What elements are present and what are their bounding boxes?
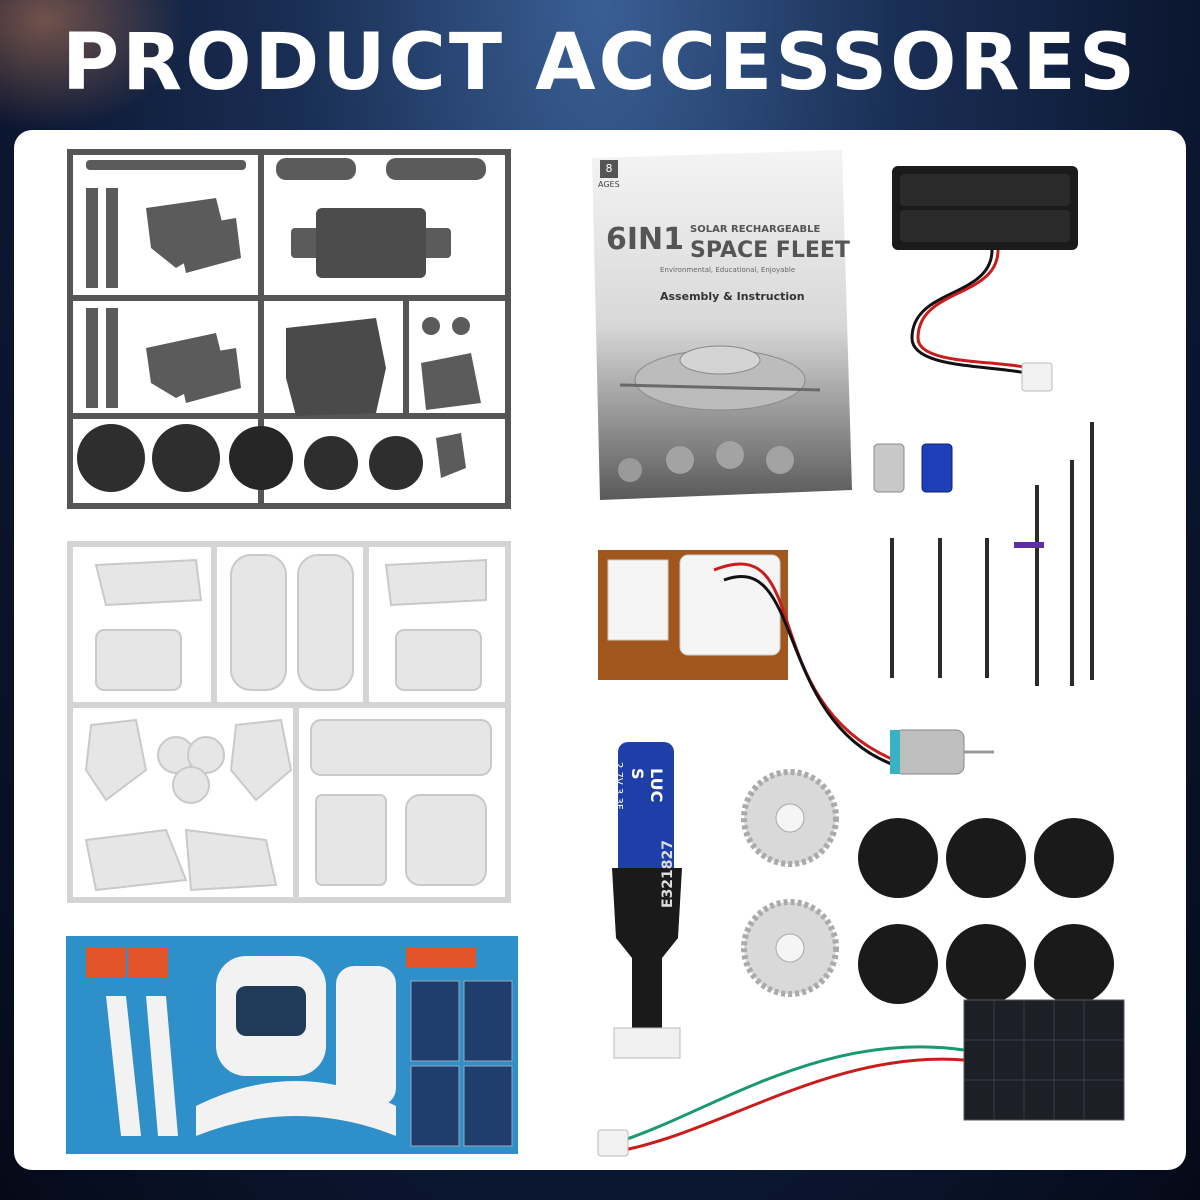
instruction-manual: 8 AGES 6IN1 SOLAR RECHARGEABLE SPACE FLE… <box>590 150 852 500</box>
gear-set <box>741 769 839 997</box>
age-badge: 8 <box>600 160 618 178</box>
page-title: PRODUCT ACCESSORES <box>61 18 1139 108</box>
black-wheels <box>858 818 1114 1004</box>
manual-number: 6IN1 <box>606 222 685 257</box>
manual-instruction-label: Assembly & Instruction <box>660 290 805 303</box>
switch-board-and-motor <box>598 550 994 775</box>
manual-title: SPACE FLEET <box>690 238 850 263</box>
capacitor-rating: 2.7V 3.3F <box>613 762 624 810</box>
metal-axles <box>890 422 1094 686</box>
solar-panel <box>597 999 1125 1157</box>
capacitor-code: E321827 <box>660 839 676 908</box>
battery-holder <box>892 166 1078 392</box>
gray-parts-sprue <box>67 149 511 509</box>
ages-label: AGES <box>598 180 620 189</box>
capacitor-body <box>612 742 682 1059</box>
capacitor-assembly: 2.7V 3.3F LUC S E321827 <box>592 738 702 1068</box>
decal-sticker-sheet <box>66 936 518 1154</box>
manual-cover <box>592 150 852 500</box>
manual-tagline: Environmental, Educational, Enjoyable <box>660 266 796 274</box>
manual-subtitle: SOLAR RECHARGEABLE <box>690 224 821 235</box>
planet-glow <box>0 0 200 140</box>
product-panel: 8 AGES 6IN1 SOLAR RECHARGEABLE SPACE FLE… <box>14 130 1186 1170</box>
white-parts-sprue <box>67 541 511 903</box>
magnet-tubes <box>873 443 953 493</box>
capacitor-brand: LUC S <box>628 768 666 803</box>
